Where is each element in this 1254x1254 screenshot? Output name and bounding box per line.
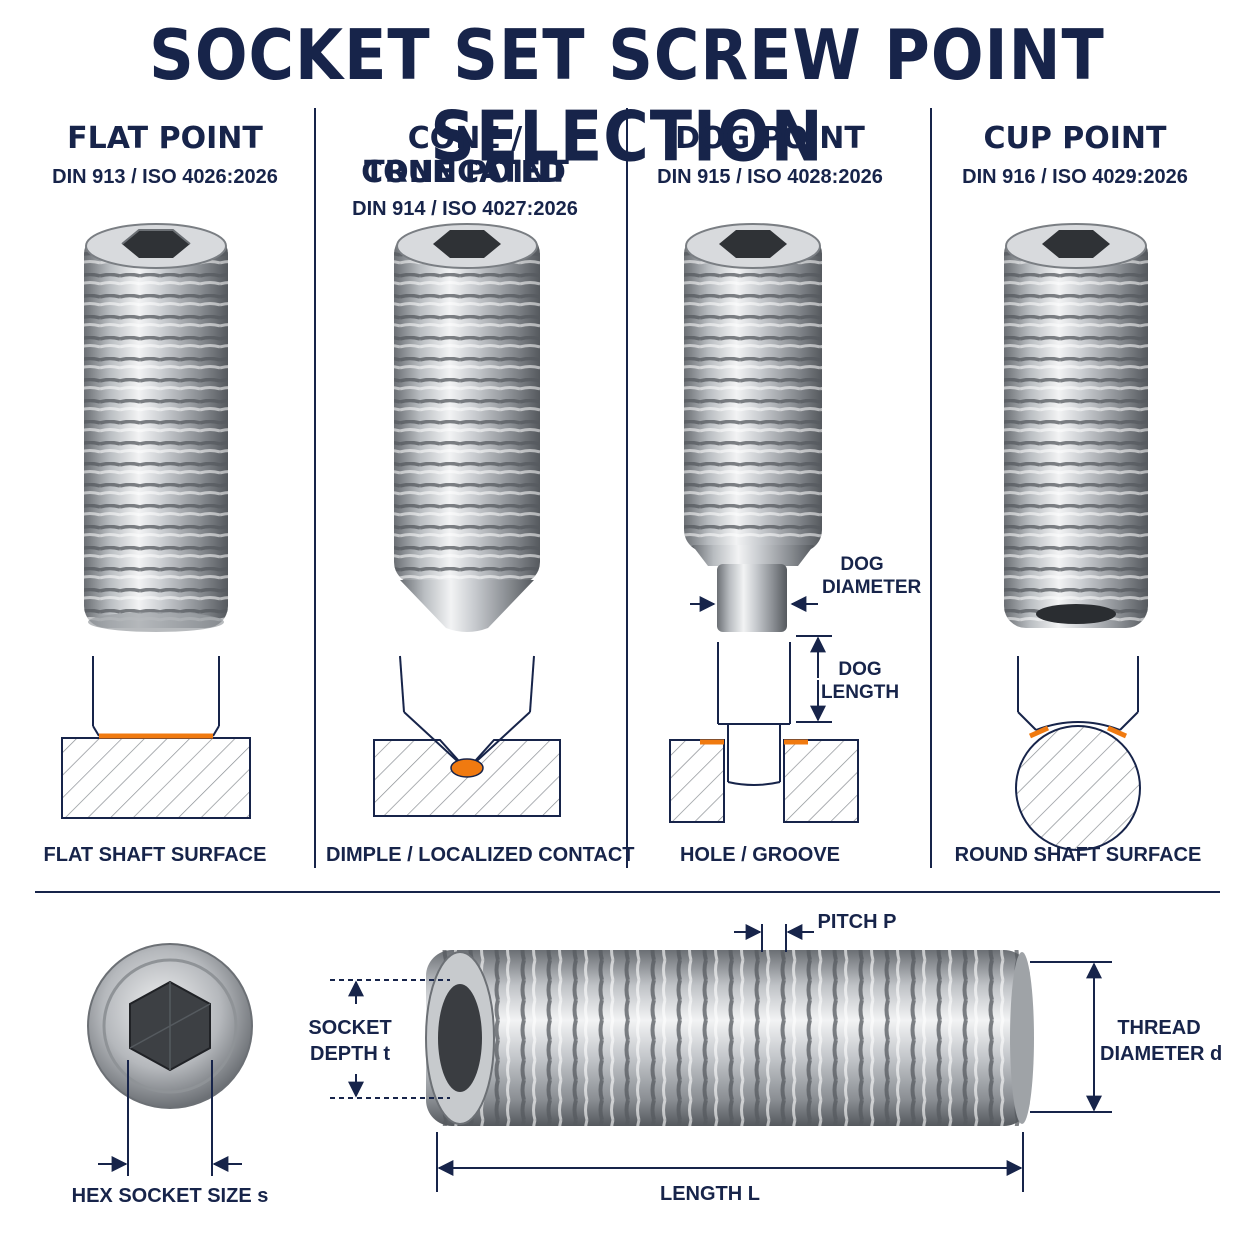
cup-point-screw [1004,223,1148,628]
cone-point-heading-line2: CONE POINT [361,155,569,190]
length-dimension [436,1132,1024,1192]
cone-point-section [373,655,561,817]
hex-socket-size-label: HEX SOCKET SIZE s [71,1185,269,1207]
dog-point-screw [684,223,822,632]
cup-point-heading: CUP POINT [983,121,1167,156]
thread-diameter-label-line2: DIAMETER d [1100,1043,1223,1065]
hex-socket-size-dimension [98,1060,242,1176]
dog-length-dimension [796,635,832,723]
flat-point-caption: FLAT SHAFT SURFACE [43,844,267,866]
length-label: LENGTH L [660,1183,760,1205]
dog-point-standard: DIN 915 / ISO 4028:2026 [657,166,883,188]
dog-length-label-line1: DOG [838,659,882,680]
flat-point-section [61,656,251,819]
flat-point-standard: DIN 913 / ISO 4026:2026 [52,166,278,188]
hex-socket-end-view [87,943,253,1109]
flat-point-heading: FLAT POINT [67,121,263,156]
dog-diameter-label-line1: DOG [840,554,884,575]
cup-point-caption: ROUND SHAFT SURFACE [954,844,1202,866]
cone-point-heading-line1: CONE / TRUNCATED [364,121,566,190]
cone-point-standard: DIN 914 / ISO 4027:2026 [352,198,578,220]
horizontal-screw [425,950,1034,1126]
pitch-label: PITCH P [817,911,897,933]
cup-point-section [1015,656,1141,851]
cone-point-caption: DIMPLE / LOCALIZED CONTACT [326,844,635,866]
cup-point-standard: DIN 916 / ISO 4029:2026 [962,166,1188,188]
dog-point-caption: HOLE / GROOVE [679,844,841,866]
socket-depth-dimension [330,979,450,1099]
thread-diameter-dimension [1030,961,1112,1113]
dog-diameter-label-line2: DIAMETER [822,577,922,598]
thread-diameter-label-line1: THREAD [1117,1017,1201,1039]
column-dividers [35,108,1220,893]
cone-point-screw [394,223,540,632]
dog-point-section [669,642,859,823]
dog-length-label-line2: LENGTH [820,682,900,703]
socket-depth-label-line2: DEPTH t [310,1043,390,1065]
socket-depth-label-line1: SOCKET [308,1017,392,1039]
pitch-dimension [734,924,814,952]
dog-point-heading: DOG POINT [675,121,865,156]
flat-point-screw [84,223,228,632]
